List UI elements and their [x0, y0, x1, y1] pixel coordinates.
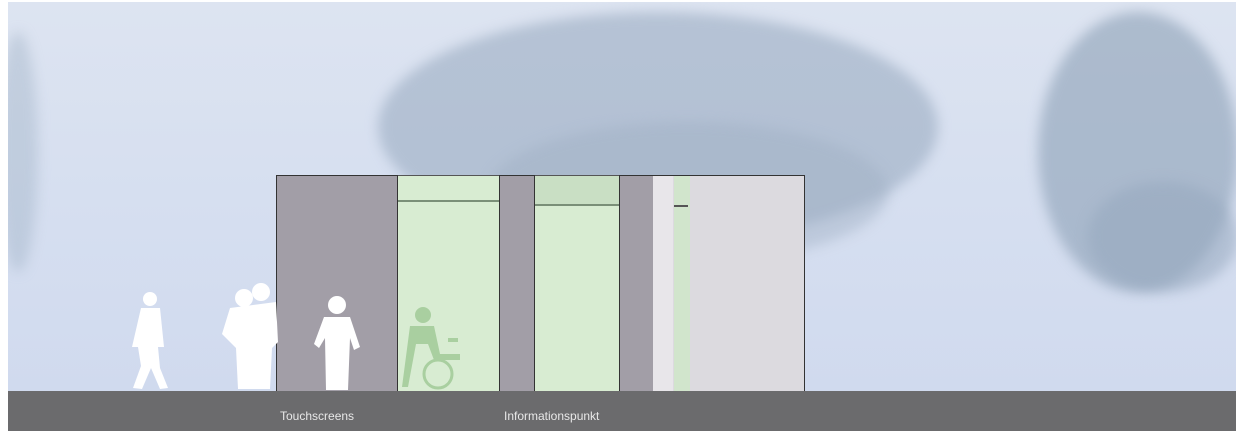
person-walking-left — [132, 292, 168, 389]
wall-green-strip — [674, 176, 690, 392]
wall-mark — [674, 205, 688, 207]
label-touchscreens: Touchscreens — [280, 409, 355, 423]
tree-foliage-right-low — [1088, 182, 1236, 292]
ground-base — [8, 391, 1236, 431]
wall-right-shadow-strip — [653, 176, 673, 392]
glass-panel-2 — [535, 175, 619, 392]
glass-panel-1-transom — [398, 200, 499, 202]
glass-panel-2-transom — [535, 204, 619, 206]
person-wheelchair-silhouette — [402, 307, 460, 390]
person-group — [222, 283, 278, 389]
glass-panel-2-header — [535, 176, 619, 204]
concrete-panel-right — [619, 175, 655, 392]
elevation-drawing: Touchscreens Informationspunkt — [8, 2, 1236, 431]
people-silhouettes — [132, 283, 460, 390]
concrete-pillar — [499, 175, 535, 392]
label-informationspunkt: Informationspunkt — [504, 409, 600, 423]
person-walking-center — [314, 296, 360, 390]
